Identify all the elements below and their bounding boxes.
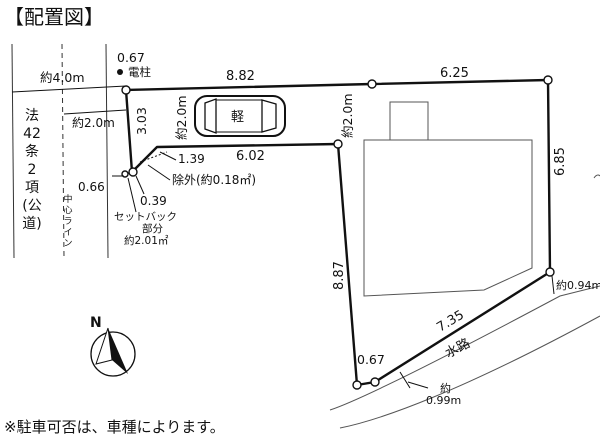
boundary-marker <box>352 380 362 390</box>
car-windshield <box>261 99 277 133</box>
waterway-width-leader <box>407 381 429 389</box>
svg-text:ラ: ラ <box>63 216 72 227</box>
boundary-marker <box>121 85 131 95</box>
car-label: 軽 <box>231 110 244 125</box>
svg-text:道): 道) <box>22 216 41 232</box>
svg-text:(公: (公 <box>22 198 41 214</box>
leader-139 <box>159 151 177 161</box>
svg-text:ン: ン <box>63 239 72 249</box>
dimension-067-top: 0.67 <box>117 50 145 65</box>
waterway-edge-outer <box>329 285 600 411</box>
dimension-625: 6.25 <box>440 66 469 81</box>
road-width-dimension-line <box>11 85 127 93</box>
svg-text:中: 中 <box>63 193 72 205</box>
boundary-marker <box>370 377 380 387</box>
leader-exclusion <box>147 164 171 181</box>
boundary-markers <box>121 75 555 390</box>
north-arrow-circle <box>90 331 136 377</box>
leader-setback <box>127 177 137 213</box>
north-arrow: N <box>90 315 136 377</box>
page-title: 【配置図】 <box>4 5 104 29</box>
dimension-303: 3.03 <box>134 107 149 135</box>
svg-text:条: 条 <box>25 143 39 160</box>
boundary-marker <box>545 267 555 277</box>
north-arrow-pointer-outline <box>95 327 113 365</box>
dimension-685: 6.85 <box>553 147 568 176</box>
boundary-marker <box>367 79 377 89</box>
dimension-602: 6.02 <box>236 149 265 164</box>
road-edge-line-right <box>105 43 109 259</box>
dimension-099-prefix: 約 <box>440 381 451 395</box>
svg-text:項: 項 <box>25 180 39 196</box>
dimension-735: 7.35 <box>434 308 467 336</box>
svg-text:2: 2 <box>28 162 37 178</box>
parked-car: 軽 <box>194 95 286 137</box>
road-classification: 法 42 条 2 項 (公 道) <box>22 108 41 232</box>
setback-label-line3: 約2.01㎡ <box>124 234 169 247</box>
north-arrow-pointer <box>108 328 128 374</box>
boundary-marker <box>128 167 138 177</box>
svg-text:イ: イ <box>63 228 72 238</box>
dimension-882: 8.82 <box>226 69 255 84</box>
utility-pole-marker <box>117 69 123 75</box>
setback-label-line1: セットバック <box>114 211 177 223</box>
parking-note: ※駐車可否は、車種によります。 <box>4 418 225 436</box>
waterway-width-dimension <box>399 371 411 389</box>
setback-label-line2: 部分 <box>142 222 163 235</box>
boundary-marker <box>333 139 343 149</box>
dimension-067-bottom: 0.67 <box>357 352 385 367</box>
road-edge-line <box>11 43 15 259</box>
road-width-label: 約4.0m <box>40 70 85 85</box>
dimension-094: 約0.94m <box>556 278 600 292</box>
svg-text:42: 42 <box>23 126 41 142</box>
svg-text:法: 法 <box>25 108 39 124</box>
leader-039 <box>135 175 145 195</box>
waterway-label: 水路 <box>442 335 472 361</box>
dimension-20-right: 約2.0m <box>340 93 355 138</box>
dimension-139: 1.39 <box>178 152 205 166</box>
road-half-width-dimension-line <box>63 109 127 115</box>
center-line-label: 中 心 ラ イ ン <box>63 193 72 249</box>
north-label: N <box>90 315 102 331</box>
curve-mark <box>593 174 600 179</box>
building-annex <box>389 101 429 141</box>
dimension-887: 8.87 <box>332 261 347 290</box>
exclusion-line <box>139 151 168 163</box>
car-rear-window <box>204 98 217 134</box>
utility-pole-label: 電柱 <box>128 65 151 79</box>
dimension-039: 0.39 <box>140 194 167 208</box>
exclusion-label: 除外(約0.18㎡) <box>172 172 256 187</box>
lot-boundary <box>124 78 552 387</box>
boundary-marker <box>543 75 553 85</box>
svg-text:心: 心 <box>63 205 72 216</box>
dimension-20-left: 約2.0m <box>174 95 189 140</box>
building-outline <box>363 139 533 297</box>
waterway-width-dimension-right <box>551 275 555 295</box>
dimension-099: 0.99m <box>426 394 461 407</box>
road-half-width-label: 約2.0m <box>72 115 115 130</box>
dimension-066: 0.66 <box>78 180 105 194</box>
waterway-edge-lower <box>339 315 600 429</box>
